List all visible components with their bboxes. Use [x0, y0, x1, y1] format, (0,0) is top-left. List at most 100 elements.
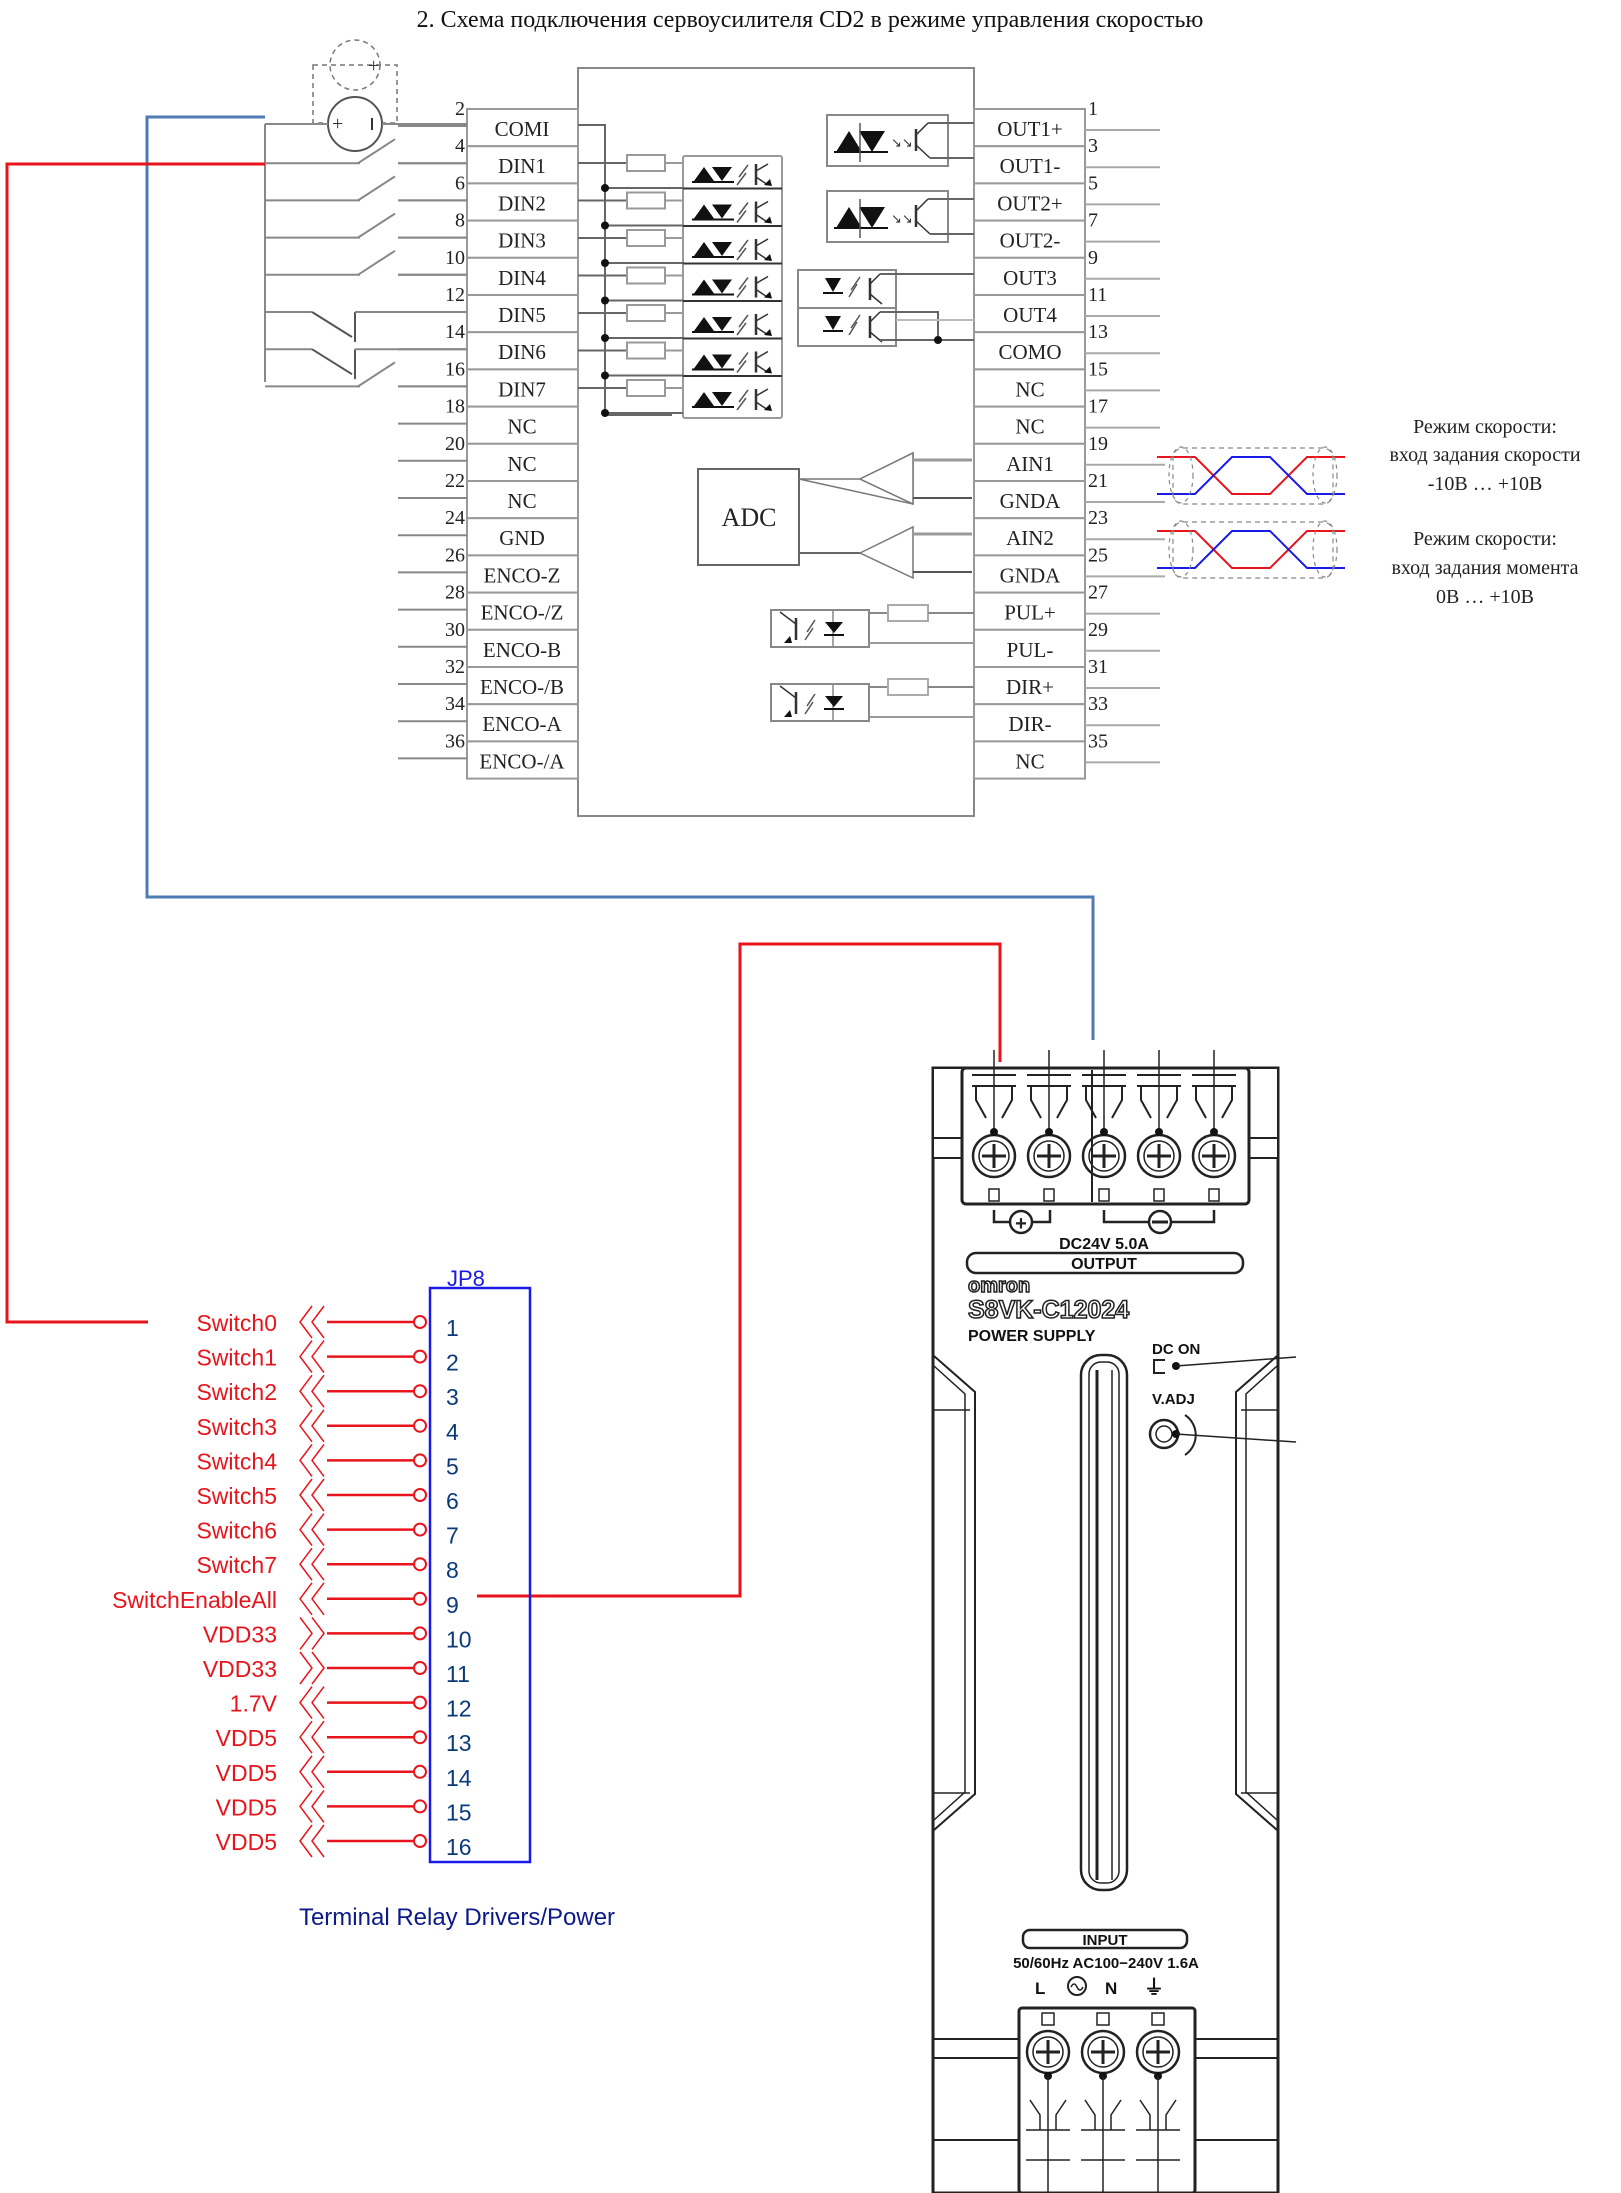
servo-pin-28: ENCO-/Z28	[398, 582, 579, 631]
net-flag-icon	[299, 1547, 325, 1581]
servo-pin-31: DIR+31	[973, 656, 1160, 706]
servo-pin-26: ENCO-Z26	[398, 544, 579, 594]
net-flag-icon	[299, 1409, 325, 1443]
svg-text:↘↘: ↘↘	[891, 211, 913, 226]
pin-label: GNDA	[1000, 563, 1061, 587]
supply-plus: +	[332, 113, 343, 135]
pin-label: DIN6	[498, 340, 546, 364]
supply-plus-top: +	[368, 55, 379, 77]
switch-din3	[265, 212, 467, 239]
net-flag-icon	[299, 1305, 325, 1339]
net-label: VDD5	[216, 1760, 277, 1786]
pin-number: 14	[446, 1765, 472, 1791]
psu-vent-slot	[1079, 1353, 1129, 1892]
torque-input-annotation: Режим скорости: вход задания момента 0В …	[1391, 528, 1578, 608]
right-terminal-block: OUT1+1OUT1-3OUT2+5OUT2-7OUT39OUT411COMO1…	[973, 98, 1165, 780]
pin-number: 6	[455, 172, 465, 194]
output-rating: DC24V 5.0A	[1059, 1236, 1149, 1253]
pin-label: PUL+	[1004, 601, 1056, 625]
resistor-icon	[626, 379, 666, 397]
pin-terminal-icon	[413, 1695, 427, 1710]
pin-terminal-icon	[413, 1557, 427, 1572]
twisted-pair-speed	[1157, 446, 1345, 505]
pin-number: 11	[446, 1661, 470, 1687]
pin-label: NC	[507, 415, 536, 439]
pin-label: OUT2-	[1000, 229, 1061, 253]
pulse-direction-optocouplers	[770, 604, 974, 722]
pin-label: PUL-	[1007, 638, 1054, 662]
net-flag-icon	[299, 1824, 325, 1858]
pin-number: 13	[446, 1730, 472, 1756]
pin-number: 33	[1088, 693, 1108, 715]
resistor-icon	[626, 266, 666, 285]
input-switch-network	[264, 123, 467, 388]
pin-number: 9	[1088, 247, 1098, 269]
pin-number: 11	[1088, 284, 1107, 306]
output-screw-3	[1081, 1050, 1127, 1202]
resistor-icon	[626, 229, 666, 247]
twisted-pair-torque	[1157, 520, 1345, 579]
amplifier-2-icon	[858, 525, 914, 580]
net-label: Switch6	[196, 1518, 277, 1544]
pin-label: COMO	[998, 340, 1061, 364]
pin-label: ENCO-A	[482, 712, 562, 736]
net-label: VDD33	[203, 1656, 277, 1682]
output-screw-4	[1136, 1050, 1182, 1202]
pin-number: 13	[1088, 321, 1108, 343]
din-optocoupler-2	[578, 187, 782, 230]
pin-number: 36	[445, 730, 465, 752]
pin-label: NC	[1015, 415, 1044, 439]
servo-pin-34: ENCO-A34	[398, 693, 579, 743]
pin-number: 2	[446, 1350, 459, 1376]
pin-label: DIN2	[498, 191, 546, 215]
net-label: Switch7	[196, 1552, 277, 1578]
switch-din6-nc	[265, 348, 467, 380]
pin-number: 2	[455, 98, 465, 120]
input-screw-2	[1080, 2012, 1126, 2193]
net-flag-icon	[299, 1789, 325, 1823]
net-label: Switch1	[196, 1345, 277, 1371]
pin-number: 14	[445, 321, 465, 343]
pin-number: 24	[445, 507, 465, 529]
pin-number: 8	[455, 210, 465, 232]
pin-number: 27	[1088, 582, 1108, 604]
pin-number: 32	[445, 656, 465, 678]
servo-pin-32: ENCO-/B32	[398, 656, 579, 706]
pin-terminal-icon	[413, 1453, 427, 1468]
pin-terminal-icon	[413, 1384, 427, 1399]
net-flag-icon	[299, 1686, 325, 1720]
din-optocoupler-3	[578, 225, 782, 267]
pin-number: 1	[446, 1315, 459, 1341]
pin-number: 35	[1088, 730, 1108, 752]
neutral-label: N	[1105, 1979, 1117, 1998]
psu-model: S8VK-C12024	[968, 1296, 1129, 1324]
psu-brand: omron	[968, 1275, 1030, 1297]
jp8-pin-11: VDD33 11	[203, 1651, 470, 1687]
net-flag-icon	[299, 1755, 325, 1789]
resistor-icon	[626, 154, 666, 172]
pin-label: ENCO-B	[483, 638, 561, 662]
pin-label: DIN5	[498, 303, 546, 327]
omron-power-supply: + DC24V 5.0A OUTPUT omron S8VK-C12024 PO…	[931, 1050, 1297, 2193]
pin-number: 25	[1088, 544, 1108, 566]
red-wire-enable	[477, 942, 1002, 1598]
input-rating: 50/60Hz AC100−240V 1.6A	[1013, 1955, 1199, 1972]
pin-number: 3	[1088, 135, 1098, 157]
input-screw-1	[1025, 2012, 1071, 2193]
servo-pin-29: PUL-29	[973, 619, 1160, 668]
pin-number: 10	[445, 247, 465, 269]
adc-block: ADC	[697, 451, 972, 580]
net-label: 1.7V	[230, 1691, 278, 1717]
pin-label: ENCO-/Z	[481, 601, 564, 625]
